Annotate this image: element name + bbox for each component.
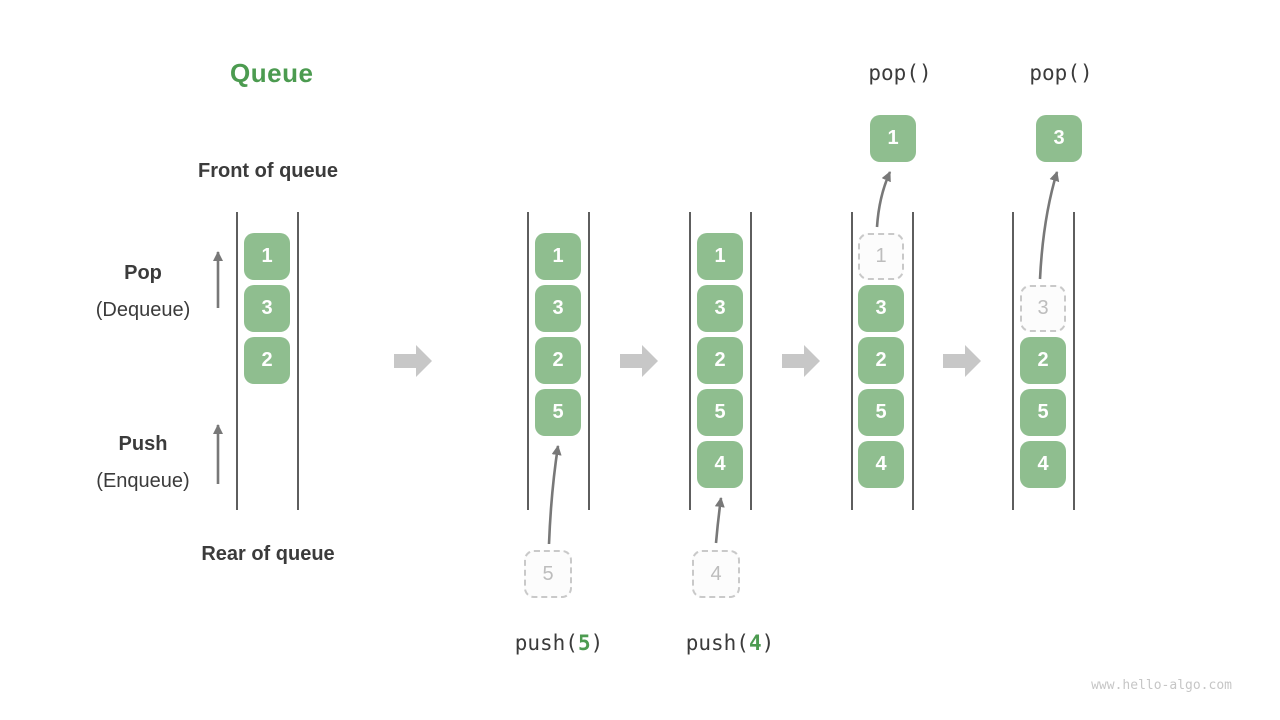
queue-wall-line: [1012, 212, 1014, 510]
queue-item: 4: [697, 441, 743, 488]
diagram-title: Queue: [230, 58, 314, 88]
queue-item: 1: [697, 233, 743, 280]
queue-item: 5: [858, 389, 904, 436]
removed-item-ghost: 3: [1020, 285, 1066, 332]
queue-wall-line: [588, 212, 590, 510]
queue-item: 3: [535, 285, 581, 332]
front-of-queue-label: Front of queue: [198, 160, 338, 182]
push-label: Push: [118, 433, 168, 455]
queue-item: 2: [858, 337, 904, 384]
queue-item: 1: [535, 233, 581, 280]
pop-call-label: pop(): [868, 61, 932, 85]
push-4-arrow-icon: [714, 497, 725, 544]
pop-call-label: pop(): [1029, 61, 1093, 85]
rear-of-queue-label: Rear of queue: [201, 543, 335, 565]
push-call-prefix: push(: [514, 631, 578, 655]
queue-item: 3: [697, 285, 743, 332]
queue-wall-line: [527, 212, 529, 510]
staged-item: 5: [524, 550, 572, 598]
transition-arrow-icon: [943, 345, 981, 377]
queue-wall-line: [236, 212, 238, 510]
queue-item: 2: [244, 337, 290, 384]
push-call-label: push(4): [686, 631, 775, 655]
push-5-arrow-icon: [547, 445, 562, 545]
dequeue-label: (Dequeue): [95, 299, 191, 321]
enqueue-label: (Enqueue): [96, 470, 190, 492]
queue-item: 4: [1020, 441, 1066, 488]
queue-item: 3: [244, 285, 290, 332]
staged-item: 4: [692, 550, 740, 598]
push-call-suffix: ): [590, 631, 604, 655]
popped-item: 3: [1036, 115, 1082, 162]
queue-item: 2: [1020, 337, 1066, 384]
queue-item: 4: [858, 441, 904, 488]
queue-item: 5: [697, 389, 743, 436]
push-call-prefix: push(: [685, 631, 749, 655]
queue-wall-line: [689, 212, 691, 510]
pop-3-arrow-icon: [1038, 171, 1060, 280]
queue-wall-line: [1073, 212, 1075, 510]
popped-item: 1: [870, 115, 916, 162]
queue-wall-line: [851, 212, 853, 510]
pop-label: Pop: [124, 262, 162, 284]
queue-item: 2: [535, 337, 581, 384]
queue-item: 5: [1020, 389, 1066, 436]
push-call-label: push(5): [515, 631, 604, 655]
queue-wall-line: [912, 212, 914, 510]
queue-item: 2: [697, 337, 743, 384]
push-call-arg: 5: [577, 631, 591, 655]
removed-item-ghost: 1: [858, 233, 904, 280]
transition-arrow-icon: [620, 345, 658, 377]
queue-item: 5: [535, 389, 581, 436]
transition-arrow-icon: [394, 345, 432, 377]
queue-wall-line: [750, 212, 752, 510]
push-call-suffix: ): [761, 631, 775, 655]
watermark: www.hello-algo.com: [1091, 678, 1232, 693]
queue-item: 3: [858, 285, 904, 332]
queue-item: 1: [244, 233, 290, 280]
pop-1-arrow-icon: [875, 171, 892, 228]
queue-wall-line: [297, 212, 299, 510]
transition-arrow-icon: [782, 345, 820, 377]
push-call-arg: 4: [748, 631, 762, 655]
